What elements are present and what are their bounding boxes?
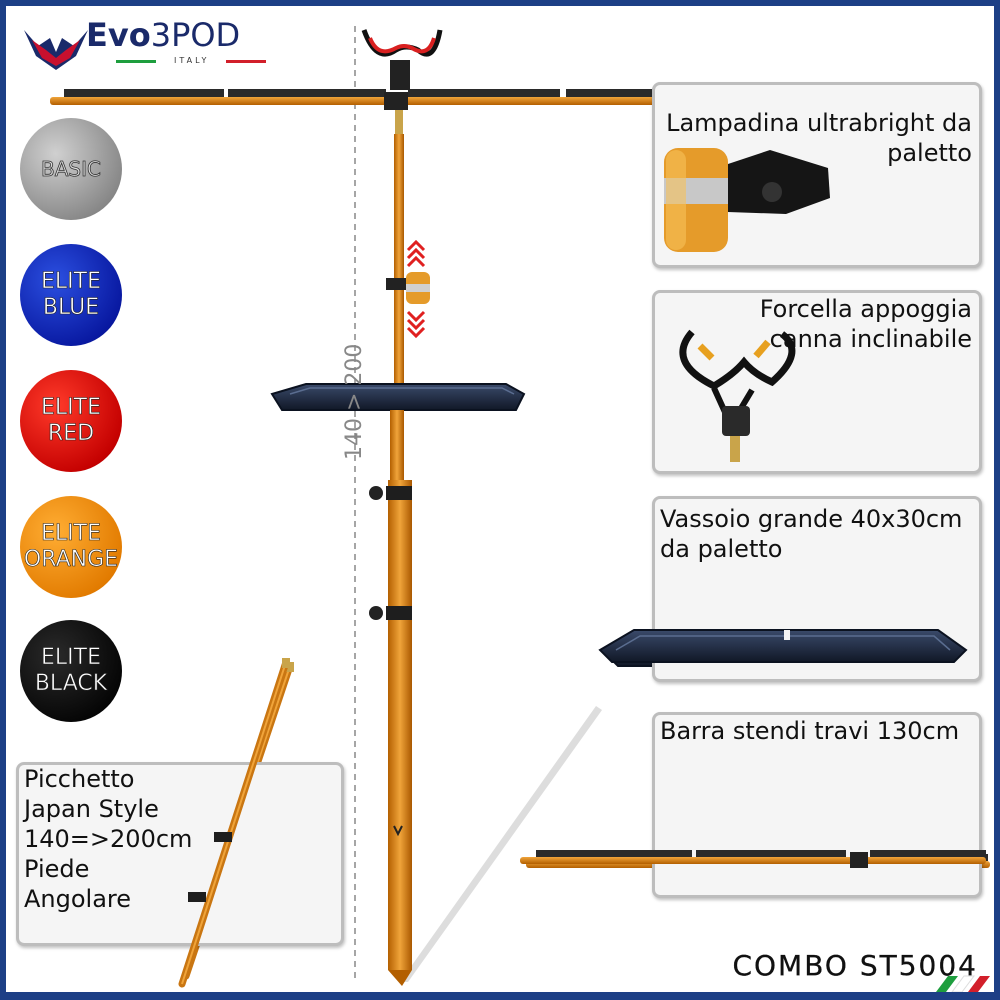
bar-label: Barra stendi travi 130cm: [660, 717, 960, 745]
product-sheet: Evo3POD ITALY BASIC ELITE BLUE ELITE RED…: [6, 6, 994, 992]
variant-basic: BASIC: [20, 118, 122, 220]
variant-elite-black: ELITE BLACK: [20, 620, 122, 722]
rod-rest-fork: [361, 29, 443, 90]
brand-logo: [16, 16, 286, 76]
variant-elite-blue: ELITE BLUE: [20, 244, 122, 346]
brand-name: Evo3POD: [86, 16, 241, 54]
lower-tube: [388, 480, 412, 970]
bar-box: [652, 712, 982, 898]
upper-rod: [394, 134, 404, 404]
upper-knob: [369, 486, 383, 500]
lower-knob: [369, 606, 383, 620]
product-code: COMBO ST5004: [732, 949, 978, 982]
mid-rod: [390, 410, 404, 484]
italy-flag-stripe: [116, 60, 266, 63]
wolf-logo-icon: [24, 30, 88, 70]
stake-label: Picchetto Japan Style 140=>200cm Piede A…: [24, 765, 193, 913]
lamp-label: Lampadina ultrabright da paletto: [666, 109, 972, 167]
tray: [270, 383, 526, 411]
tray-label: Vassoio grande 40x30cm da paletto: [660, 505, 963, 563]
top-bar: [50, 89, 740, 110]
variant-elite-orange: ELITE ORANGE: [20, 496, 122, 598]
adjust-arrows: [406, 239, 426, 339]
brass-thread: [395, 110, 403, 134]
lamp-clamp: [386, 278, 408, 290]
variant-elite-red: ELITE RED: [20, 370, 122, 472]
brand-country: ITALY: [174, 56, 210, 65]
lower-knob-clamp: [386, 606, 412, 620]
shadow: [400, 706, 602, 982]
italy-flag-corner: [936, 975, 990, 992]
fork-label: Forcella appoggia canna inclinabile: [759, 295, 972, 353]
upper-knob-clamp: [386, 486, 412, 500]
stake-tip: [388, 970, 412, 986]
height-dimension-label: 140 > 200: [342, 343, 367, 460]
